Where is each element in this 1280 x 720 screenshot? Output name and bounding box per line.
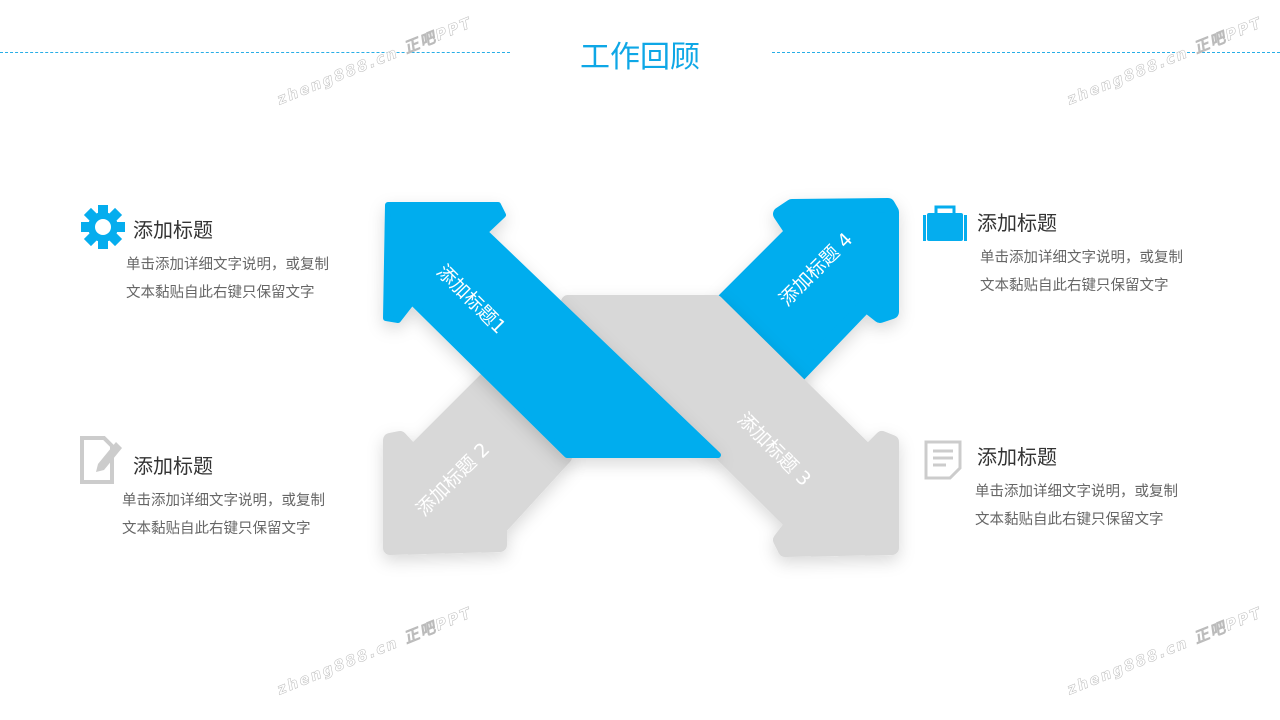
title-divider-left: [0, 52, 510, 53]
item-2: 添加标题 单击添加详细文字说明，或复制 文本黏贴自此右键只保留文字: [122, 450, 325, 543]
title-divider-right: [772, 52, 1280, 53]
edit-document-icon: [80, 436, 122, 484]
item-desc: 文本黏贴自此右键只保留文字: [126, 285, 315, 301]
arrow-4[interactable]: [715, 198, 899, 385]
item-title: 添加标题: [133, 218, 213, 242]
item-title: 添加标题: [977, 211, 1057, 235]
item-desc: 单击添加详细文字说明，或复制: [122, 493, 325, 509]
item-3: 添加标题 单击添加详细文字说明，或复制 文本黏贴自此右键只保留文字: [975, 441, 1178, 534]
arrow-2[interactable]: [383, 368, 572, 555]
item-title: 添加标题: [977, 445, 1057, 469]
gear-icon: [81, 205, 125, 249]
arrow-1[interactable]: [383, 202, 721, 458]
document-icon: [924, 440, 962, 480]
item-desc: 文本黏贴自此右键只保留文字: [980, 278, 1169, 294]
page-title: 工作回顾: [580, 40, 700, 75]
item-desc: 文本黏贴自此右键只保留文字: [122, 521, 311, 537]
briefcase-icon: [923, 205, 967, 241]
item-desc: 文本黏贴自此右键只保留文字: [975, 512, 1164, 528]
item-1: 添加标题 单击添加详细文字说明，或复制 文本黏贴自此右键只保留文字: [126, 214, 329, 307]
item-4: 添加标题 单击添加详细文字说明，或复制 文本黏贴自此右键只保留文字: [977, 207, 1183, 300]
item-desc: 单击添加详细文字说明，或复制: [975, 484, 1178, 500]
item-desc: 单击添加详细文字说明，或复制: [980, 250, 1183, 266]
arrow-3[interactable]: [561, 295, 899, 557]
item-title: 添加标题: [133, 454, 213, 478]
item-desc: 单击添加详细文字说明，或复制: [126, 257, 329, 273]
